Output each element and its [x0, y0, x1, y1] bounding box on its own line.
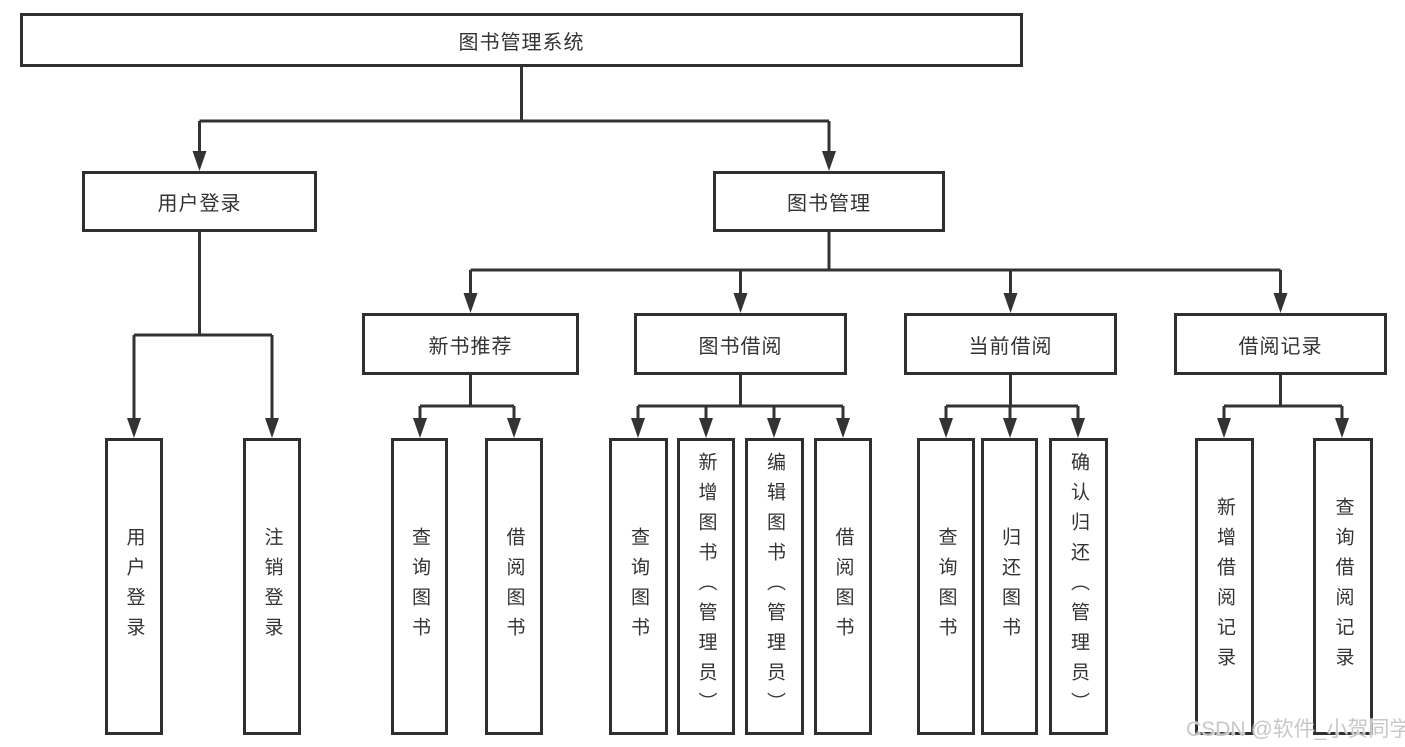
node-root-label: 图书管理系统	[458, 31, 585, 54]
leaf-logout: 注销登录	[243, 438, 301, 735]
leaf-return-book: 归还图书	[981, 438, 1038, 735]
leaf-borrow-books-2: 借阅图书	[814, 438, 872, 735]
leaf-query-books-3-label: 查询图书	[935, 526, 957, 647]
node-book-borrow: 图书借阅	[634, 313, 847, 375]
leaf-borrow-books-2-label: 借阅图书	[832, 526, 854, 647]
node-current-borrow-label: 当前借阅	[968, 335, 1053, 358]
leaf-add-borrow-record: 新增借阅记录	[1195, 438, 1254, 735]
node-new-book-recommend-label: 新书推荐	[428, 335, 513, 358]
leaf-edit-book-admin-label: 编辑图书（管理员）	[764, 451, 785, 722]
leaf-confirm-return-admin: 确认归还（管理员）	[1049, 438, 1108, 735]
leaf-edit-book-admin: 编辑图书（管理员）	[745, 438, 804, 735]
arrowheads	[127, 151, 1349, 438]
leaf-query-books-3: 查询图书	[917, 438, 975, 735]
leaf-borrow-books-1-label: 借阅图书	[503, 526, 525, 647]
leaf-user-login: 用户登录	[105, 438, 163, 735]
node-borrow-records: 借阅记录	[1174, 313, 1387, 375]
leaf-query-books-1-label: 查询图书	[409, 526, 430, 647]
node-book-borrow-label: 图书借阅	[698, 335, 783, 358]
node-user-login-label: 用户登录	[157, 193, 242, 215]
node-root: 图书管理系统	[20, 13, 1023, 67]
leaf-query-books-2-label: 查询图书	[628, 526, 649, 647]
leaf-user-login-label: 用户登录	[123, 526, 145, 647]
leaf-query-borrow-record: 查询借阅记录	[1313, 438, 1373, 735]
node-user-login: 用户登录	[82, 171, 317, 232]
leaf-query-books-1: 查询图书	[391, 438, 448, 735]
node-book-management-label: 图书管理	[787, 193, 871, 215]
leaf-add-book-admin-label: 新增图书（管理员）	[695, 451, 717, 722]
leaf-confirm-return-admin-label: 确认归还（管理员）	[1068, 451, 1089, 722]
leaf-return-book-label: 归还图书	[999, 526, 1020, 647]
leaf-borrow-books-1: 借阅图书	[485, 438, 543, 735]
node-current-borrow: 当前借阅	[904, 313, 1117, 375]
node-new-book-recommend: 新书推荐	[362, 313, 579, 375]
node-book-management: 图书管理	[713, 171, 945, 232]
leaf-logout-label: 注销登录	[261, 526, 283, 647]
leaf-add-borrow-record-label: 新增借阅记录	[1214, 496, 1235, 677]
leaf-query-books-2: 查询图书	[609, 438, 668, 735]
leaf-query-borrow-record-label: 查询借阅记录	[1332, 496, 1354, 677]
node-borrow-records-label: 借阅记录	[1238, 335, 1323, 358]
leaf-add-book-admin: 新增图书（管理员）	[677, 438, 735, 735]
watermark: CSDN @软件_小贺同学	[1186, 718, 1405, 741]
